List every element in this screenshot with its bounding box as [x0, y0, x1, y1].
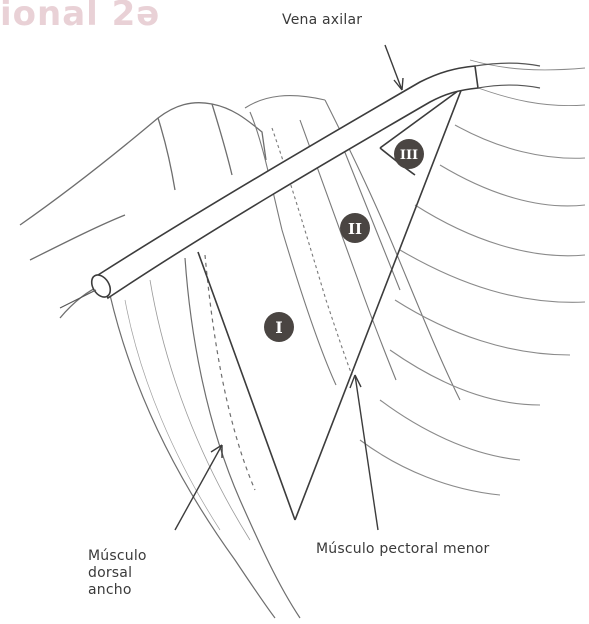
level-badge-II: II: [340, 213, 370, 243]
label-dorsal-line-2: dorsal: [88, 565, 147, 582]
label-musculo-pectoral-menor: Músculo pectoral menor: [316, 541, 490, 558]
axillary-vein: [60, 63, 540, 308]
label-dorsal-line-1: Músculo: [88, 548, 147, 565]
level-badge-II-text: II: [348, 220, 362, 238]
label-dorsal-line-3: ancho: [88, 582, 147, 599]
ribs: [360, 60, 585, 495]
level-badge-III-text: III: [400, 148, 418, 163]
level-badge-III: III: [394, 139, 424, 169]
level-badge-I: I: [264, 312, 294, 342]
label-musculo-dorsal-ancho: Músculo dorsal ancho: [88, 548, 147, 599]
label-vena-axilar: Vena axilar: [282, 12, 362, 29]
level-badge-I-text: I: [275, 318, 282, 337]
